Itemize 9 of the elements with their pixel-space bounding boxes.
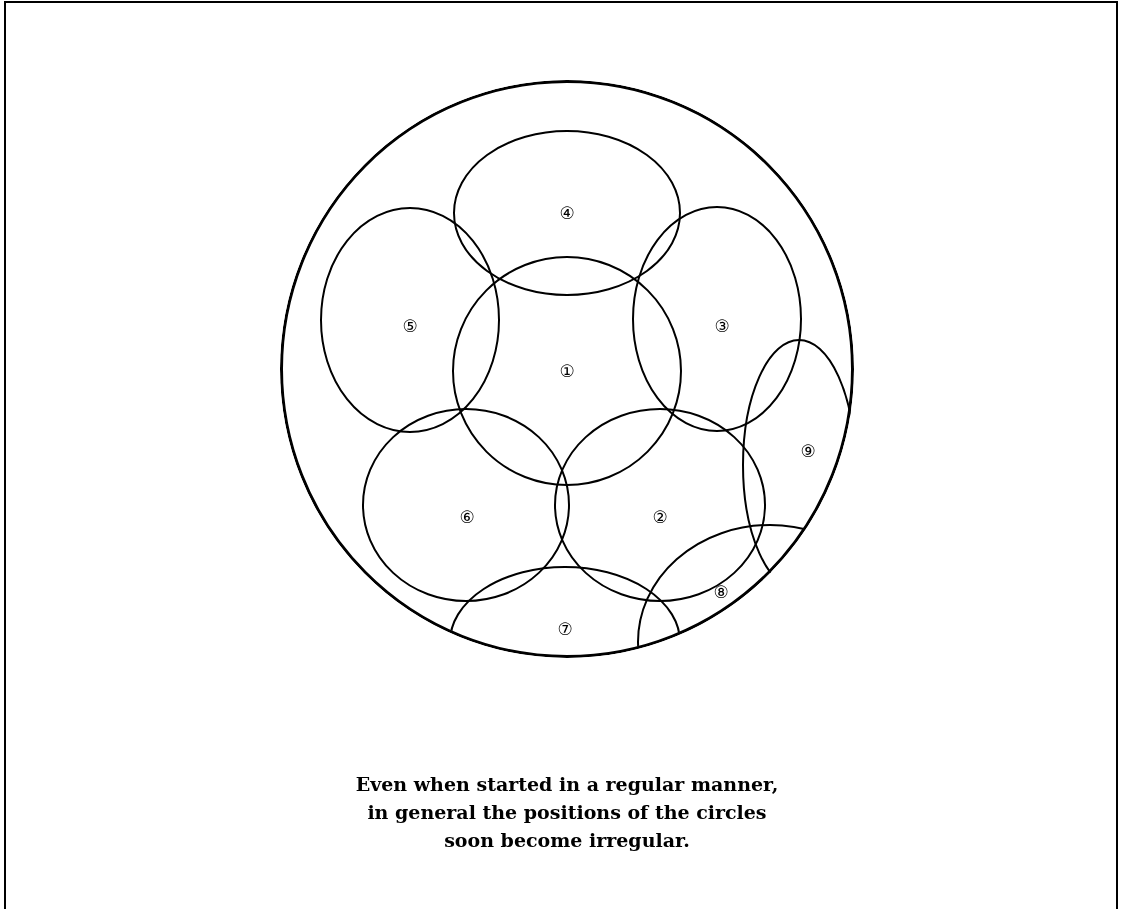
circle-number: ③ bbox=[714, 317, 730, 335]
circle-number: ② bbox=[652, 508, 668, 526]
circle-number: ⑦ bbox=[557, 620, 573, 638]
circle-number: ⑤ bbox=[402, 317, 418, 335]
caption: Even when started in a regular manner, in general the positions of the circles soon become irregular. bbox=[354, 772, 780, 853]
circle-number: ① bbox=[559, 362, 575, 380]
circle-number: ⑥ bbox=[459, 508, 475, 526]
circle-number: ⑨ bbox=[800, 442, 816, 460]
circle-number: ④ bbox=[559, 204, 575, 222]
